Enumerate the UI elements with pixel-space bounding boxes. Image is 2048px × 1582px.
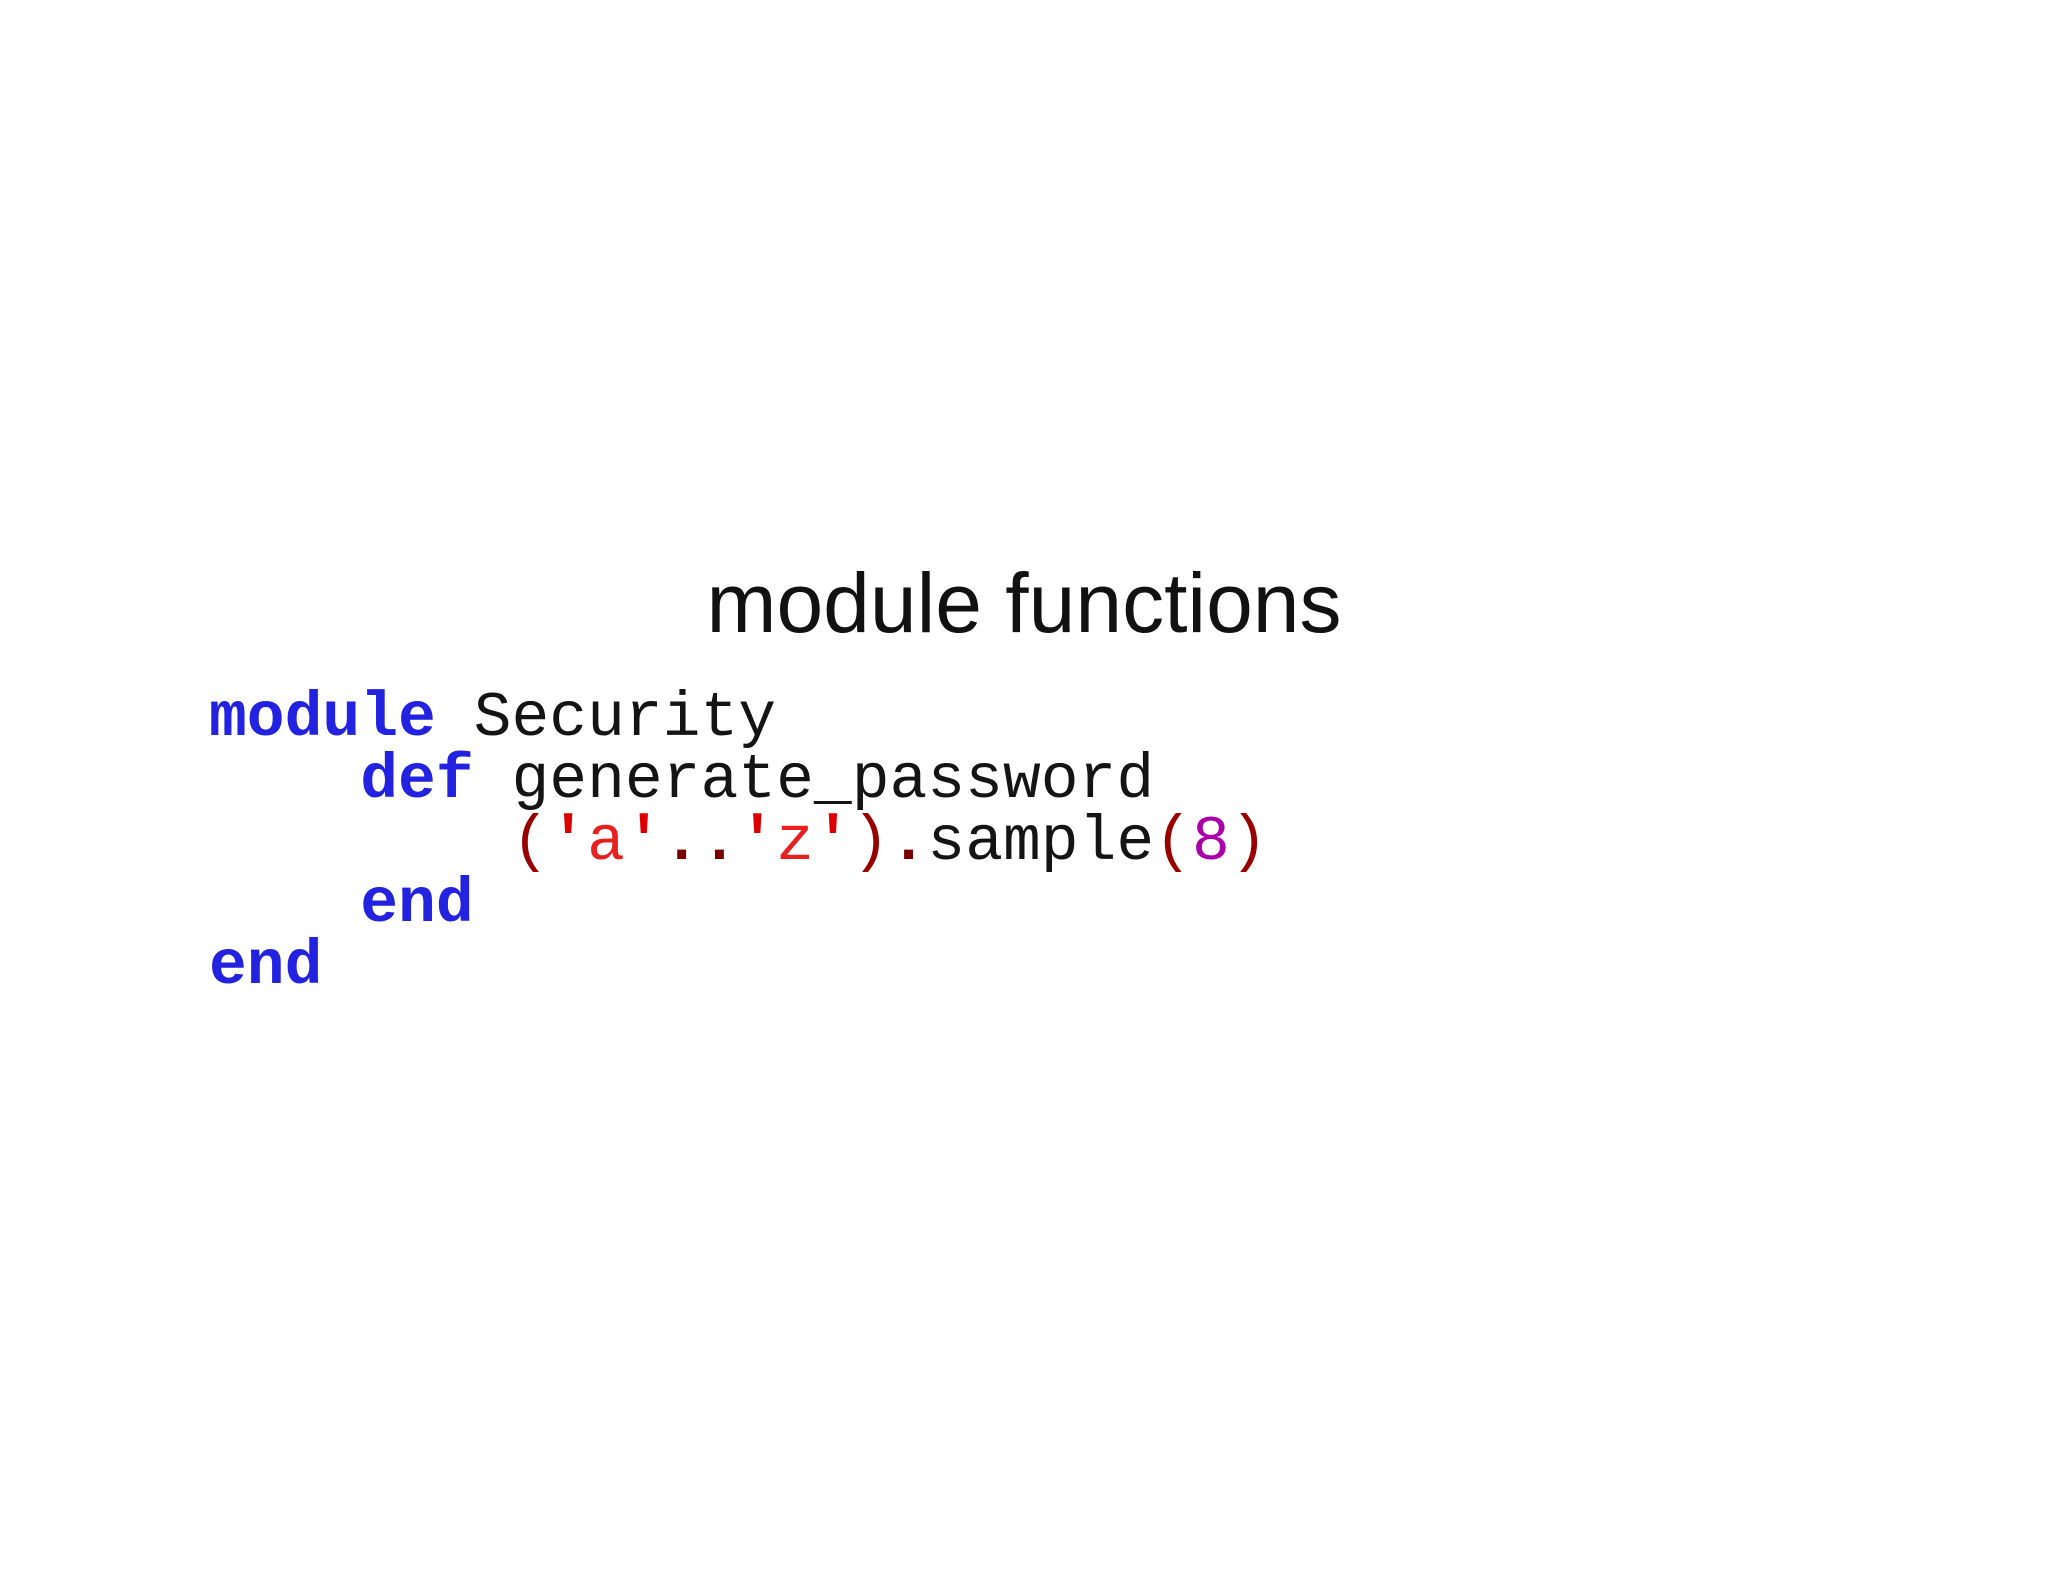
code-token-plain: Security — [435, 683, 777, 754]
code-block: module Security def generate_password ('… — [209, 687, 1268, 998]
code-token-plain — [209, 869, 360, 940]
code-token-paren: ) — [1229, 807, 1268, 878]
code-token-quote: ' — [624, 807, 663, 878]
code-token-quote: ' — [549, 807, 588, 878]
code-token-string: z — [776, 807, 814, 878]
code-token-quote: ' — [738, 807, 777, 878]
code-token-operator: . — [889, 807, 928, 878]
code-line: module Security — [209, 687, 1268, 750]
slide-title: module functions — [706, 556, 1342, 650]
code-token-plain: generate_password — [473, 745, 1155, 816]
code-token-plain: sample — [927, 807, 1155, 878]
code-token-paren: ( — [1154, 807, 1193, 878]
code-line: def generate_password — [209, 749, 1268, 812]
code-token-keyword: end — [209, 931, 323, 1002]
code-line: ('a'..'z').sample(8) — [209, 811, 1267, 874]
code-token-paren: ) — [851, 807, 890, 878]
code-line: end — [209, 873, 1268, 936]
code-token-plain — [209, 745, 360, 816]
code-token-string: a — [587, 807, 625, 878]
code-token-paren: ( — [511, 807, 550, 878]
code-token-keyword: end — [360, 869, 474, 940]
code-token-keyword: def — [360, 745, 474, 816]
code-token-quote: ' — [813, 807, 852, 878]
code-token-number: 8 — [1192, 807, 1230, 878]
code-token-keyword: module — [209, 683, 436, 754]
code-token-plain — [209, 807, 511, 878]
code-token-operator: .. — [662, 807, 739, 878]
code-line: end — [209, 935, 1268, 998]
